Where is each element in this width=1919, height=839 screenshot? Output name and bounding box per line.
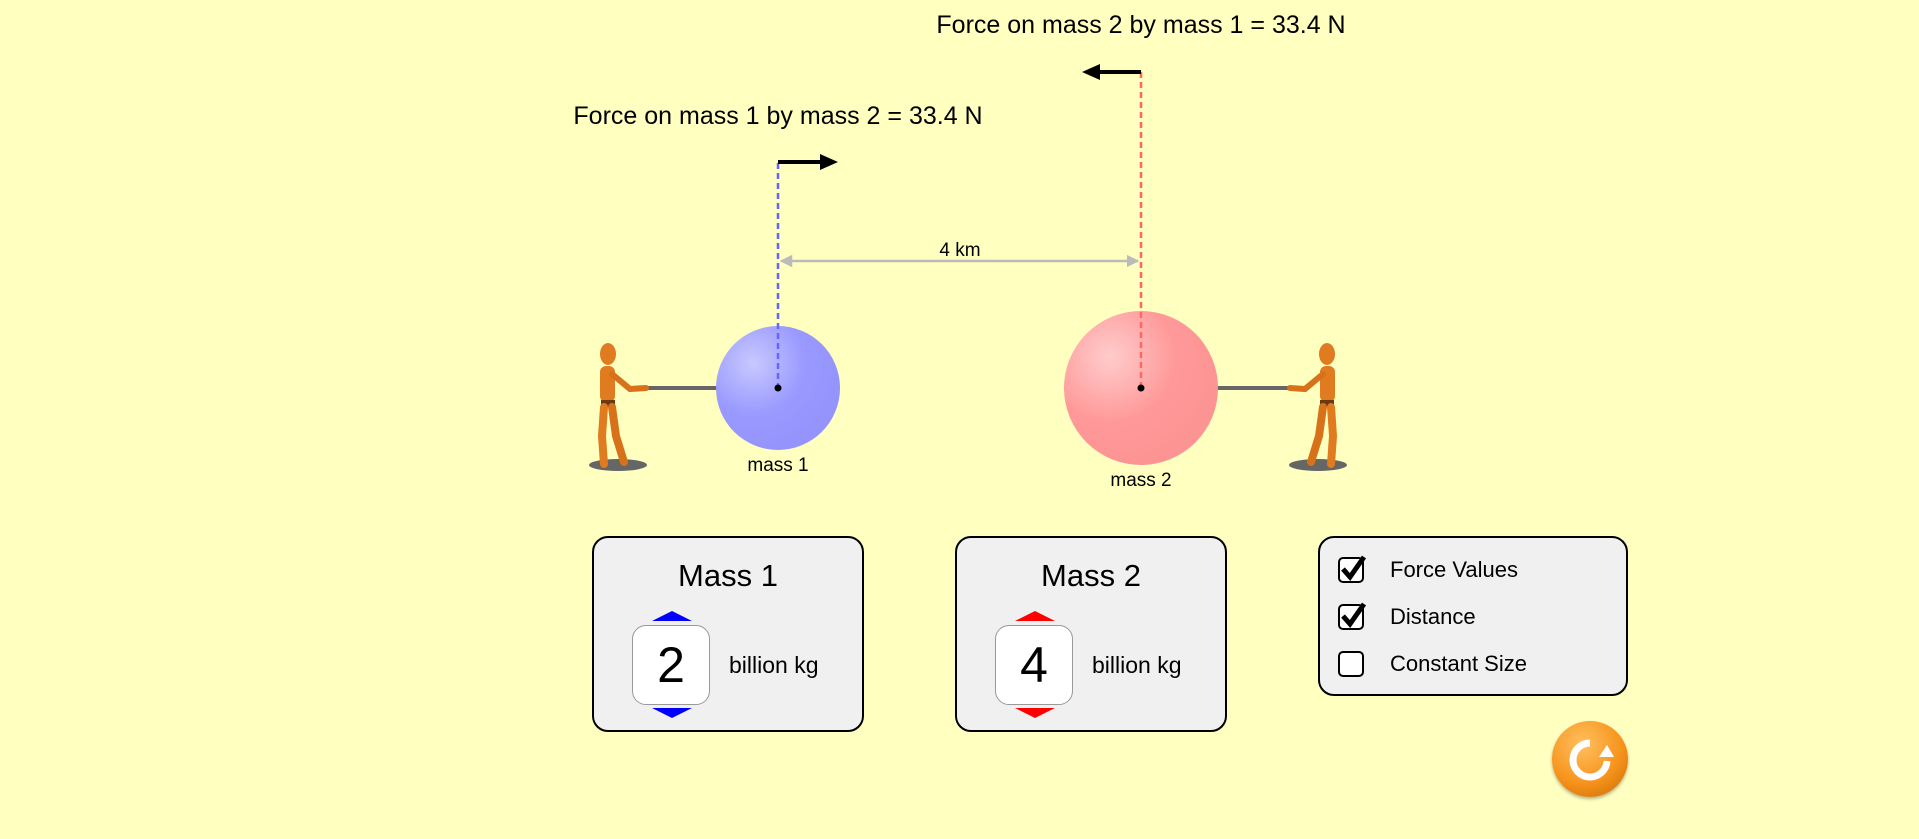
mass1-center-dot xyxy=(774,384,782,392)
distance-label-option: Distance xyxy=(1390,604,1476,629)
reset-button[interactable] xyxy=(1552,721,1628,797)
mass2-decrement-arrow-icon[interactable] xyxy=(1015,708,1055,718)
mass2-control-panel: Mass 2 4 billion kg xyxy=(955,536,1227,732)
mass1-panel-title: Mass 1 xyxy=(678,558,778,593)
checkmark-icon xyxy=(1341,602,1367,629)
mass1-decrement-arrow-icon[interactable] xyxy=(652,708,692,718)
constant-size-label: Constant Size xyxy=(1390,651,1527,676)
force-values-checkbox-row[interactable]: Force Values xyxy=(1338,555,1518,583)
mass2-label: mass 2 xyxy=(1110,470,1172,491)
force-arrow-right xyxy=(778,154,838,170)
puller-figure-left[interactable] xyxy=(589,343,649,471)
mass2-value-spinner[interactable]: 4 xyxy=(995,625,1073,705)
force-on-mass2-label: Force on mass 2 by mass 1 = 33.4 N xyxy=(936,11,1346,39)
distance-label: 4 km xyxy=(939,240,981,261)
force-arrow-left xyxy=(1082,64,1141,80)
puller-figure-right[interactable] xyxy=(1287,343,1347,471)
mass2-increment-arrow-icon[interactable] xyxy=(1015,611,1055,621)
distance-checkbox-row[interactable]: Distance xyxy=(1338,602,1476,630)
mass1-unit-label: billion kg xyxy=(729,652,819,678)
reset-icon xyxy=(1569,739,1614,781)
checkmark-icon xyxy=(1341,555,1367,582)
options-panel: Force Values Distance Constant Size xyxy=(1318,536,1628,696)
mass1-increment-arrow-icon[interactable] xyxy=(652,611,692,621)
distance-checkbox[interactable] xyxy=(1338,602,1367,630)
force-on-mass1-label: Force on mass 1 by mass 2 = 33.4 N xyxy=(573,102,983,130)
constant-size-checkbox[interactable] xyxy=(1338,651,1364,677)
mass1-control-panel: Mass 1 2 billion kg xyxy=(592,536,864,732)
force-values-label: Force Values xyxy=(1390,557,1518,582)
mass1-label: mass 1 xyxy=(747,455,809,476)
mass2-center-dot xyxy=(1137,384,1145,392)
force-values-checkbox[interactable] xyxy=(1338,555,1367,583)
mass1-value-spinner[interactable]: 2 xyxy=(632,625,710,705)
mass2-panel-title: Mass 2 xyxy=(1041,558,1141,593)
mass2-unit-label: billion kg xyxy=(1092,652,1182,678)
constant-size-checkbox-row[interactable]: Constant Size xyxy=(1338,651,1527,677)
